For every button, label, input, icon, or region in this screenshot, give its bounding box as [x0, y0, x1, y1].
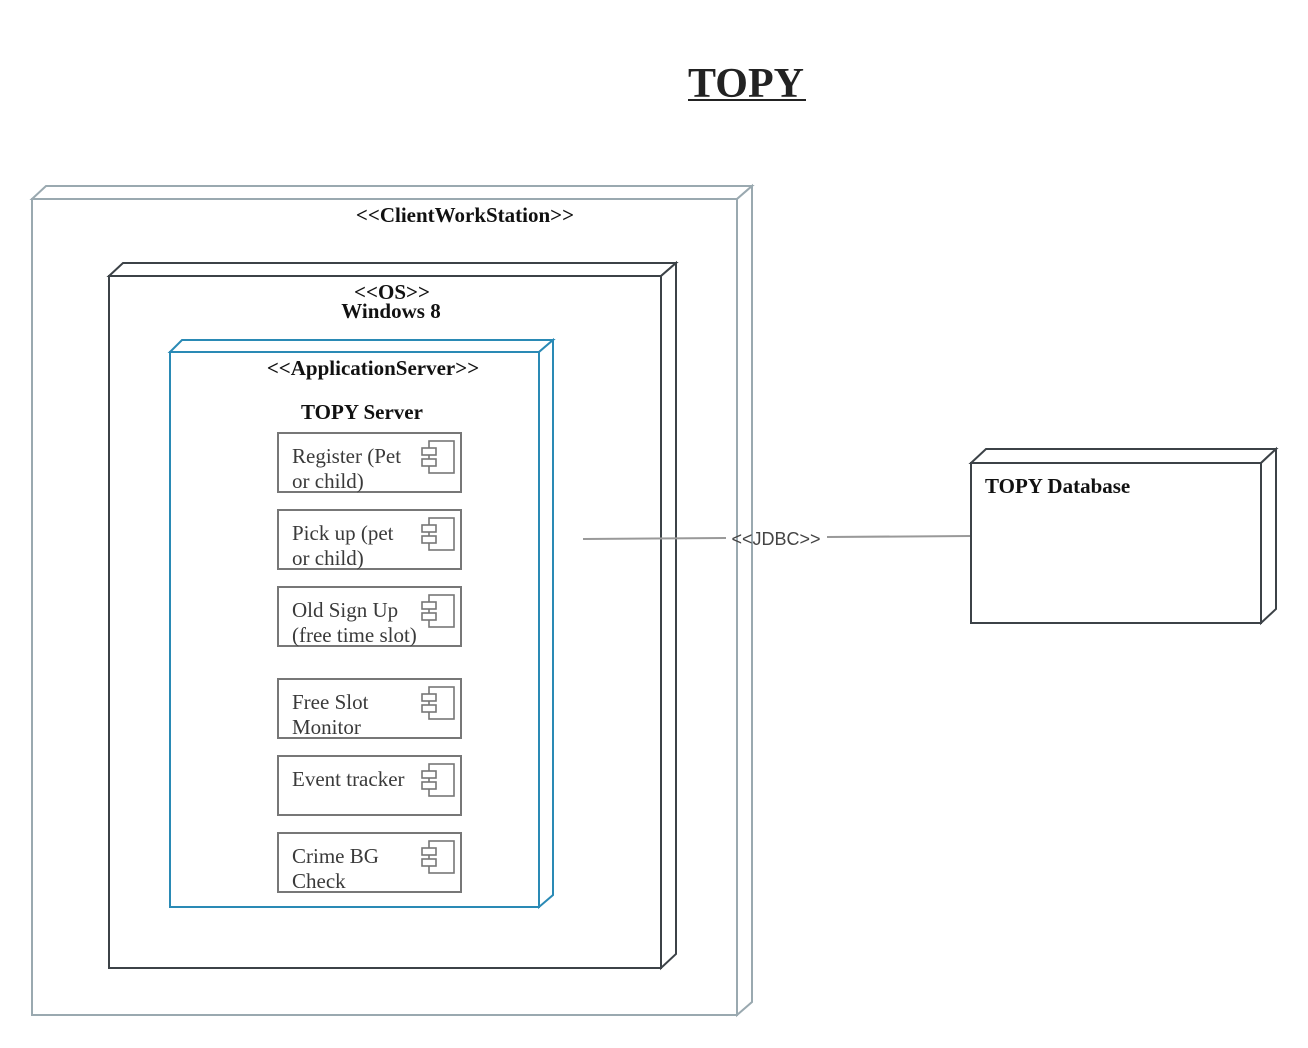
component-icon [421, 840, 455, 874]
component-icon [421, 594, 455, 628]
component-label-line: (free time slot) [292, 623, 417, 647]
component-label-line: Check [292, 869, 346, 893]
client-node-top-face [29, 185, 755, 200]
app-node-side-face [538, 337, 554, 910]
os-node-stereotype: <<OS>> [354, 280, 430, 304]
app-node-stereotype: <<ApplicationServer>> [267, 356, 479, 380]
os-node-name: Windows 8 [341, 299, 440, 323]
client-node-side-face [736, 183, 753, 1018]
jdbc-connector-line-right [826, 535, 972, 538]
component-box[interactable]: Old Sign Up(free time slot) [277, 586, 462, 647]
component-icon [421, 440, 455, 474]
component-label-line: Old Sign Up [292, 598, 398, 622]
component-icon [421, 517, 455, 551]
jdbc-connector-line-left [582, 537, 727, 540]
os-node-side-face [660, 260, 677, 971]
component-box[interactable]: Event tracker [277, 755, 462, 816]
jdbc-connector-label: <<JDBC>> [731, 529, 820, 549]
db-node-front-face [970, 462, 1262, 624]
database-node[interactable]: TOPY Database [968, 446, 1279, 626]
db-node-top-face [968, 448, 1279, 464]
jdbc-connector[interactable]: <<JDBC>> [582, 529, 972, 549]
component-label-line: Crime BG [292, 844, 379, 868]
os-node-top-face [106, 262, 679, 277]
client-node-stereotype: <<ClientWorkStation>> [356, 203, 574, 227]
component-icon [421, 763, 455, 797]
component-label-line: Pick up (pet [292, 521, 394, 545]
component-label-line: Free Slot [292, 690, 369, 714]
db-node-side-face [1260, 446, 1277, 626]
component-icon [421, 686, 455, 720]
component-label-line: or child) [292, 546, 364, 570]
component-label-line: Monitor [292, 715, 361, 739]
component-label-line: Event tracker [292, 767, 405, 791]
app-node-top-face [167, 339, 556, 353]
component-label-line: Register (Pet [292, 444, 401, 468]
db-node-name: TOPY Database [985, 474, 1130, 498]
app-node-name: TOPY Server [301, 400, 423, 424]
component-label-line: or child) [292, 469, 364, 493]
